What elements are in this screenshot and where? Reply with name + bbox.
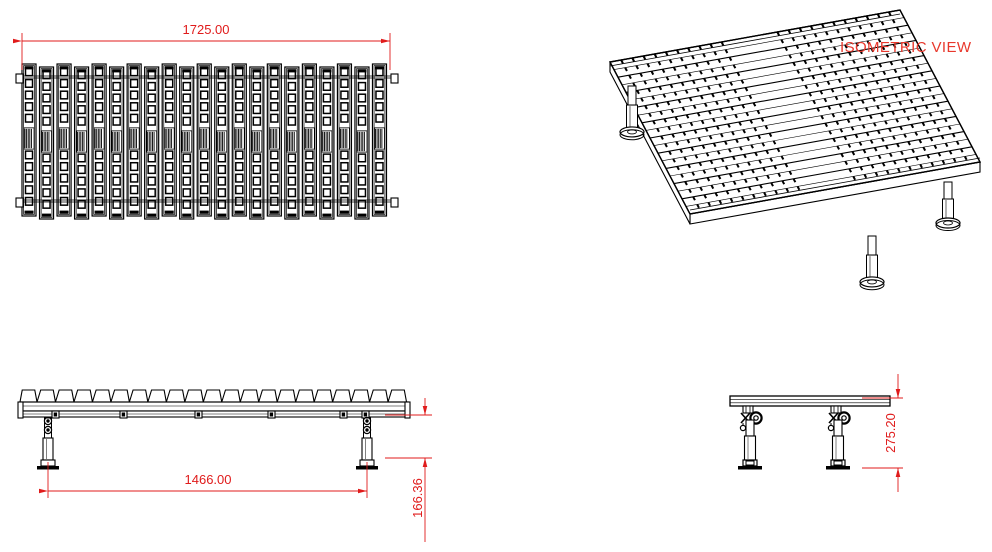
isometric-view <box>608 9 982 291</box>
grating-slat <box>249 66 265 220</box>
slat-end-tab <box>390 73 399 84</box>
grating-slat <box>354 66 370 220</box>
isometric-legs <box>619 85 961 291</box>
grating-slat <box>144 66 160 220</box>
top-view-side-tabs <box>15 73 399 208</box>
adjustable-leg <box>826 405 851 470</box>
dimension-value-overall-height: 275.20 <box>883 413 898 453</box>
adjustable-foot <box>859 235 885 291</box>
grating-slat <box>73 66 90 220</box>
top-view <box>15 63 399 220</box>
grating-slat <box>266 63 282 217</box>
slat-end-tab <box>390 197 399 208</box>
grating-slat <box>319 66 335 220</box>
grating-slat <box>38 66 55 220</box>
dimension-deck-depth: 166.36 <box>385 398 432 542</box>
adjustable-leg <box>738 405 763 470</box>
grating-slat <box>196 63 212 217</box>
top-view-slats <box>18 63 396 220</box>
side-view-deck <box>729 395 891 407</box>
grating-slat <box>179 66 195 220</box>
dimension-value-overall-length: 1725.00 <box>183 22 230 37</box>
adjustable-foot <box>619 85 645 141</box>
grating-slat <box>371 63 388 217</box>
dimension-leg-span: 1466.00 <box>39 462 368 498</box>
grating-slat <box>21 63 37 217</box>
grating-slat <box>214 66 230 220</box>
front-view-legs <box>37 416 378 470</box>
slat-end-tab <box>15 73 24 84</box>
grating-slat <box>56 63 72 217</box>
grating-slat <box>91 63 107 217</box>
dimension-value-leg-span: 1466.00 <box>185 472 232 487</box>
grating-slat <box>284 66 300 220</box>
grating-slat <box>126 63 142 217</box>
dimension-overall-length: 1725.00 <box>13 22 391 70</box>
grating-slat <box>301 63 317 217</box>
grating-slat <box>109 66 125 220</box>
grating-slat <box>161 63 177 217</box>
side-view <box>729 395 891 470</box>
adjustable-leg <box>37 416 59 470</box>
isometric-view-label: ISOMETRIC VIEW <box>840 39 972 56</box>
side-view-legs <box>738 405 851 470</box>
adjustable-foot <box>935 181 961 231</box>
dimension-overall-height: 275.20 <box>862 374 903 492</box>
grating-slat <box>231 63 247 217</box>
adjustable-leg <box>356 416 378 470</box>
slat-end-tab <box>15 197 24 208</box>
front-view <box>17 389 411 470</box>
dimension-value-deck-depth: 166.36 <box>410 478 425 518</box>
front-view-deck <box>17 389 411 419</box>
grating-slat <box>336 63 353 217</box>
